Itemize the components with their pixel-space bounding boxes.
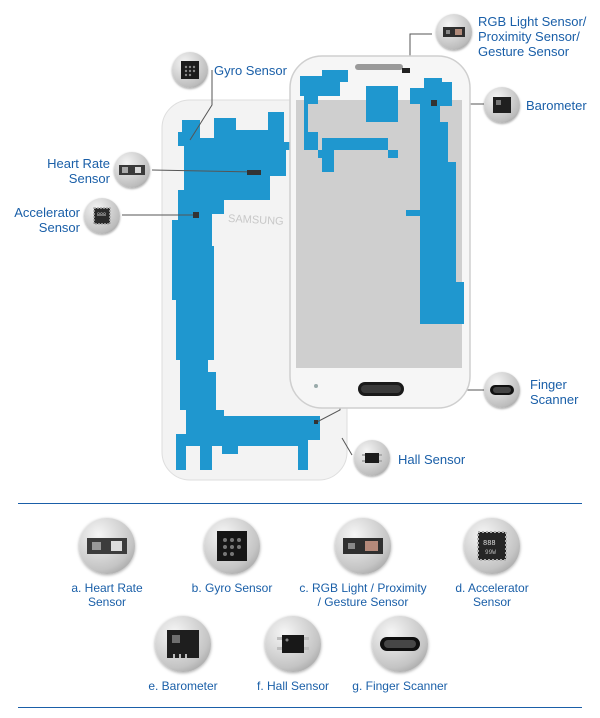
leader-heart — [151, 169, 256, 173]
leader-hall — [341, 437, 353, 456]
leader-gyro — [189, 70, 213, 141]
hall-callout-icon — [354, 440, 390, 476]
accelerator-callout-icon: 888 — [84, 198, 120, 234]
rgb-callout-icon — [436, 14, 472, 50]
heart-rate-label: Heart Rate Sensor — [47, 156, 110, 186]
rgb-sensor-label: RGB Light Sensor/ Proximity Sensor/ Gest… — [478, 14, 587, 59]
legend-rgb: c. RGB Light / Proximity / Gesture Senso… — [299, 581, 427, 609]
finger-scanner-icon — [372, 616, 428, 672]
back-board — [172, 112, 320, 470]
hall-sensor-icon — [265, 616, 321, 672]
gyro-sensor-icon — [204, 518, 260, 574]
finger-scanner-callout-icon — [484, 372, 520, 408]
accelerator-label: Accelerator Sensor — [14, 205, 80, 235]
heart-rate-callout-icon — [114, 152, 150, 188]
divider-bottom — [18, 707, 582, 708]
front-board-cutout — [366, 86, 398, 122]
finger-scanner-label: Finger Scanner — [530, 377, 579, 407]
legend-finger-scanner: g. Finger Scanner — [352, 679, 448, 693]
svg-text:888: 888 — [97, 212, 106, 218]
barometer-callout-icon — [484, 87, 520, 123]
svg-text:888: 888 — [483, 540, 496, 548]
legend-barometer: e. Barometer — [148, 679, 218, 693]
svg-text:99W: 99W — [485, 549, 496, 556]
barometer-icon — [155, 616, 211, 672]
divider-top — [18, 503, 582, 504]
brand-logo: SAMSUNG — [228, 213, 284, 228]
legend-heart-rate: a. Heart Rate Sensor — [71, 581, 143, 609]
earpiece — [355, 64, 403, 70]
legend-hall: f. Hall Sensor — [256, 679, 330, 693]
front-board — [300, 70, 464, 324]
legend-gyro: b. Gyro Sensor — [191, 581, 273, 595]
rgb-sensor-icon — [335, 518, 391, 574]
barometer-label: Barometer — [526, 98, 587, 113]
hall-sensor-label: Hall Sensor — [398, 452, 466, 467]
gyro-label: Gyro Sensor — [214, 63, 287, 78]
heart-rate-sensor-icon — [79, 518, 135, 574]
gyro-callout-icon — [172, 52, 208, 88]
legend-accelerator: d. Accelerator Sensor — [455, 581, 529, 609]
phone-diagram: SAMSUNG Gyro Sensor — [14, 14, 587, 481]
phone-illustration: SAMSUNG — [122, 33, 484, 481]
